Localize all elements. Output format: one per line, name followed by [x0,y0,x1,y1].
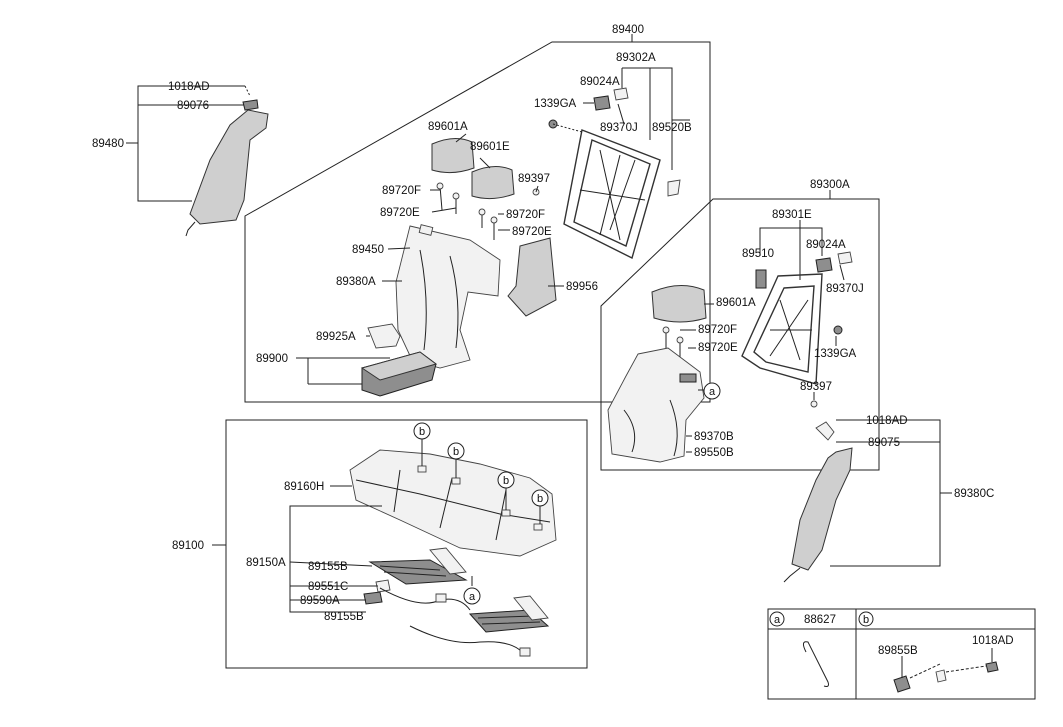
label-1339GA: 1339GA [534,98,577,110]
cover-89370J [613,87,629,101]
label-89397-right: 89397 [800,381,832,393]
assembly-box-89400 [244,41,711,403]
label-89370B: 89370B [694,431,734,443]
seat-cushion-89160H [349,449,557,557]
assembly-box-89100 [225,419,588,669]
latch-89024A-right [815,257,833,273]
label-89720F-right: 89720F [698,324,737,336]
label-89301E: 89301E [772,209,812,221]
legend-b-part1: 89855B [878,645,918,657]
label-89520B: 89520B [652,122,692,134]
label-89925A: 89925A [316,331,356,343]
label-89601A-right: 89601A [716,297,756,309]
headrests [431,138,540,240]
callout-b-3: b [503,475,509,487]
label-1339GA-right: 1339GA [814,348,857,360]
label-89397: 89397 [518,173,550,185]
label-89956: 89956 [566,281,598,293]
bracket-89855B [893,675,911,693]
latch-89510 [755,269,767,289]
clip-89076 [242,99,259,111]
label-1018AD-right: 1018AD [866,415,908,427]
label-89076: 89076 [177,100,209,112]
label-89400: 89400 [612,24,644,36]
legend-b-part2: 1018AD [972,635,1014,647]
label-89551C: 89551C [308,581,348,593]
part-labels: 89400 89302A 1339GA 89024A 89370J 89520B… [92,24,994,623]
cupholder-89925A [367,323,401,349]
armrest-89900 [296,323,438,397]
label-89480: 89480 [92,138,124,150]
legend-table [767,608,1036,700]
label-89155B: 89155B [308,561,348,573]
label-89720F: 89720F [382,185,421,197]
label-89024A-right: 89024A [806,239,846,251]
label-89075: 89075 [868,437,900,449]
label-89590A: 89590A [300,595,340,607]
label-89160H: 89160H [284,481,324,493]
label-89450: 89450 [352,244,384,256]
label-89370J: 89370J [600,122,638,134]
seatback-cover-89450 [395,224,501,369]
label-89380A: 89380A [336,276,376,288]
label-89155B-2: 89155B [324,611,364,623]
side-trim-89380C [791,447,853,571]
clip-1018AD [815,421,835,441]
leaders-89300A [680,264,845,453]
module-89590A [363,591,383,605]
callout-b-2: b [453,446,459,458]
headrest-89601E [471,166,515,200]
label-89601A: 89601A [428,121,468,133]
leaders-89400 [382,102,625,287]
trim-89380C-group [783,419,952,583]
label-89370J-right: 89370J [826,283,864,295]
seatback-frame-right [741,251,853,408]
label-89601E: 89601E [470,141,510,153]
panel-89956 [507,237,557,317]
label-89550B: 89550B [694,447,734,459]
assembly-box-89300A [600,198,880,471]
label-89900: 89900 [256,353,288,365]
connector-89551C [375,579,391,593]
headrest-89601A-right [651,285,707,323]
label-89302A: 89302A [616,52,656,64]
heater-mats-89155B [363,547,550,657]
label-89380C: 89380C [954,488,994,500]
label-89024A: 89024A [580,76,620,88]
callout-circles [413,382,721,605]
callout-a-1: a [469,591,476,603]
legend-a-letter: a [774,614,781,626]
trim-89480-group [126,85,269,237]
label-89720E-right: 89720E [698,342,738,354]
label-89300A: 89300A [810,179,850,191]
callout-a-2: a [709,386,716,398]
label-1018AD: 1018AD [168,81,210,93]
side-trim-89480 [189,109,269,225]
legend-a-part: 88627 [804,614,836,626]
label-89720E: 89720E [380,207,420,219]
label-89510: 89510 [742,248,774,260]
headrest-89601A [431,138,475,174]
label-89720F-2: 89720F [506,209,545,221]
callout-b-4: b [537,493,543,505]
seatback-cover-89370B [607,347,705,463]
callout-b-1: b [419,426,425,438]
label-89100: 89100 [172,540,204,552]
legend-b-letter: b [863,614,869,626]
cover-89370J-right [837,251,853,265]
spring-clip-88627 [802,641,829,687]
label-89150A: 89150A [246,557,286,569]
nut-1339GA-right [833,325,843,335]
label-89720E-2: 89720E [512,226,552,238]
latch-89024A [593,95,611,111]
seatback-frame-left [548,87,681,260]
